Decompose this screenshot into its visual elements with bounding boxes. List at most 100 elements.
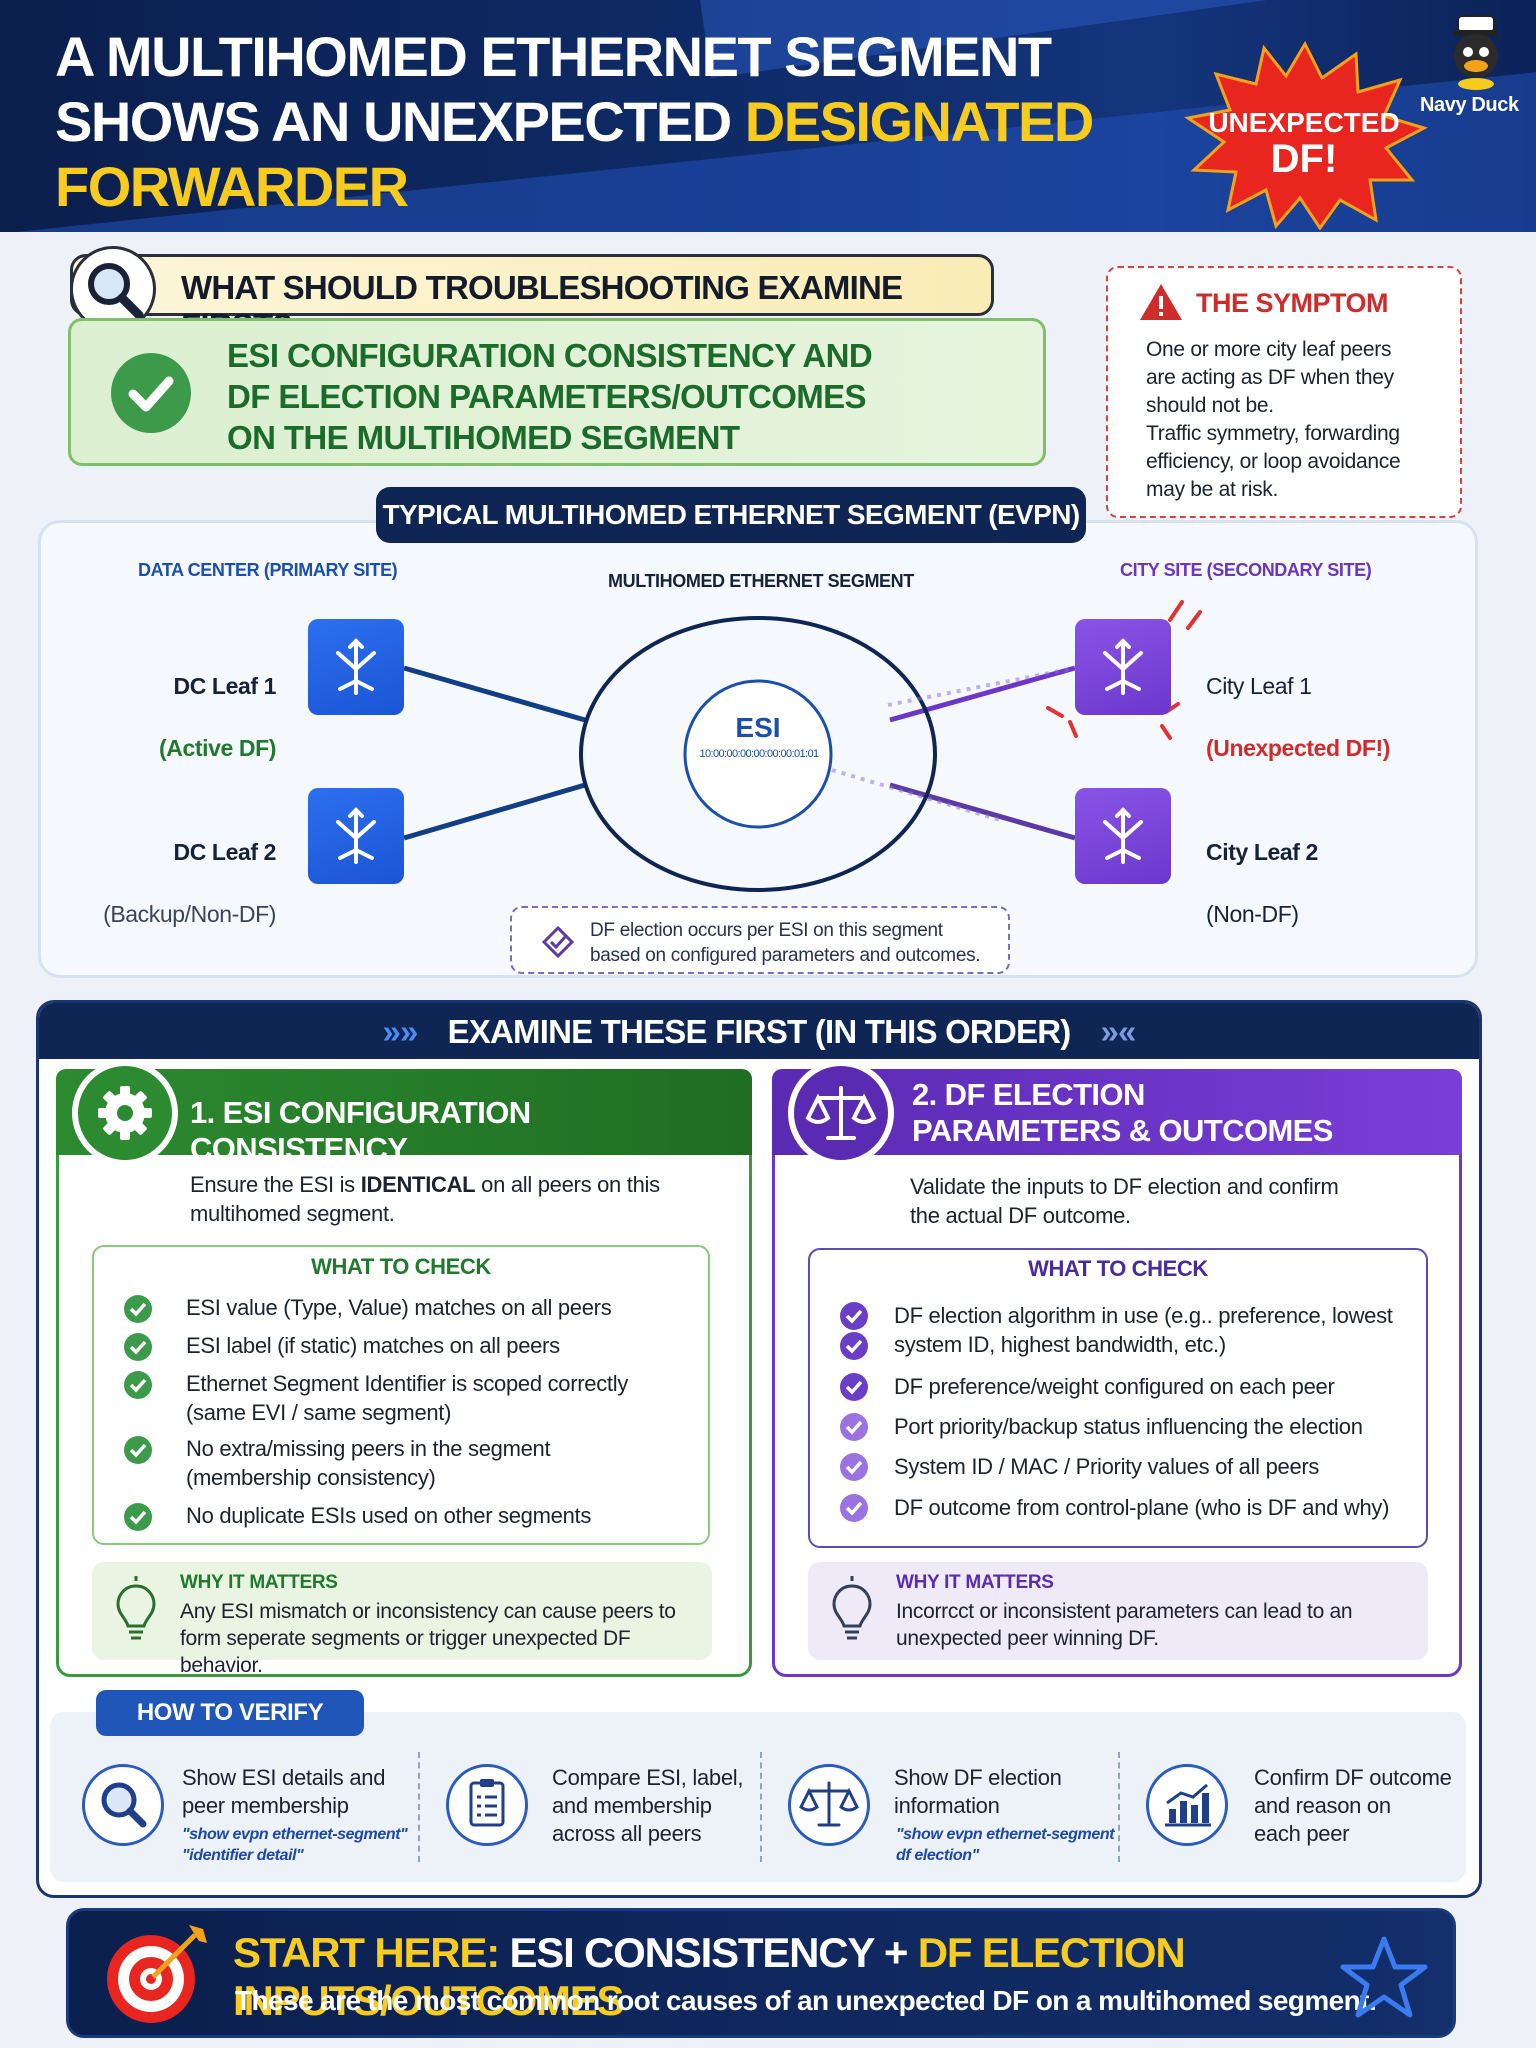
verify-step-4-text: Confirm DF outcome and reason on each pe… (1254, 1765, 1452, 1846)
col2-item: DF outcome from control-plane (who is DF… (894, 1495, 1390, 1520)
question-pill: WHAT SHOULD TROUBLESHOOTING EXAMINE FIRS… (70, 254, 994, 344)
check-icon (124, 1295, 152, 1323)
col2-item: DF preference/weight configured on each … (894, 1374, 1335, 1399)
col2-why-box: WHY IT MATTERS Incorrcct or inconsistent… (808, 1562, 1428, 1660)
search-icon (82, 1764, 164, 1846)
topology-links (403, 600, 1202, 892)
bar-chart-icon (1146, 1764, 1228, 1846)
col1-check-title: WHAT TO CHECK (311, 1254, 491, 1279)
verify-step-1-text: Show ESI details and peer membership (182, 1765, 386, 1818)
col2-intro: Validate the inputs to DF election and c… (910, 1174, 1339, 1228)
col2-why-body: Incorrcct or inconsistent parameters can… (896, 1600, 1353, 1650)
col1-item: No duplicate ESIs used on other segments (186, 1503, 592, 1528)
col1-check-box (92, 1245, 710, 1545)
dc-leaf-2-label: DC Leaf 2 (Backup/Non-DF) (103, 839, 276, 927)
dc-leaf-1-node[interactable] (308, 619, 404, 715)
dc-site-label: DATA CENTER (PRIMARY SITE) (138, 560, 398, 580)
col2-item: Port priority/backup status influencing … (894, 1414, 1363, 1439)
examine-header: »»EXAMINE THESE FIRST (IN THIS ORDER)»« (39, 1003, 1479, 1059)
df-note-text: DF election occurs per ESI on this segme… (590, 920, 981, 966)
segment-label: MULTIHOMED ETHERNET SEGMENT (608, 571, 914, 591)
lightbulb-icon (116, 1576, 156, 1640)
page-title: A MULTIHOMED ETHERNET SEGMENT SHOWS AN U… (55, 25, 1094, 232)
diagram-title: TYPICAL MULTIHOMED ETHERNET SEGMENT (EVP… (376, 487, 1086, 543)
col1-why-box: WHY IT MATTERS Any ESI mismatch or incon… (92, 1562, 712, 1677)
check-icon (840, 1453, 868, 1481)
symptom-title: THE SYMPTOM (1196, 288, 1389, 318)
col1-item: Ethernet Segment Identifier is scoped co… (186, 1371, 629, 1425)
city-leaf-2-label: City Leaf 2 (Non-DF) (1206, 839, 1318, 927)
link-dc2 (403, 782, 586, 841)
unexpected-df-burst: UNEXPECTED DF! (1184, 40, 1428, 230)
check-icon (124, 1333, 152, 1361)
col1-why-body: Any ESI mismatch or inconsistency can ca… (180, 1600, 676, 1677)
col2-check-title: WHAT TO CHECK (1028, 1256, 1208, 1281)
city-leaf-1-node[interactable] (1075, 619, 1171, 715)
navy-duck-logo-icon (1454, 15, 1498, 90)
city-site-label: CITY SITE (SECONDARY SITE) (1120, 560, 1372, 580)
burst-line1: UNEXPECTED (1208, 107, 1399, 138)
dc-leaf-1-label: DC Leaf 1 (Active DF) (158, 673, 276, 761)
segment-ellipse (579, 616, 937, 892)
check-icon (124, 1436, 152, 1464)
city-leaf-2-node[interactable] (1075, 788, 1171, 884)
city-leaf-1-label: City Leaf 1 (Unexpected DF!) (1206, 673, 1391, 761)
check-icon (840, 1373, 868, 1401)
symptom-body: One or more city leaf peers are acting a… (1146, 338, 1401, 501)
star-icon (1340, 1936, 1428, 2018)
col1-header: 1. ESI CONFIGURATION CONSISTENCY (56, 1069, 752, 1166)
col2-check-box (808, 1248, 1428, 1548)
leaf-switch-icon (1103, 807, 1143, 864)
gear-icon (72, 1060, 178, 1166)
link-city1 (889, 665, 1076, 723)
answer-text: ESI CONFIGURATION CONSISTENCY AND DF ELE… (227, 337, 873, 456)
leaf-switch-icon (336, 807, 376, 864)
verify-step-1-cmd: "show evpn ethernet-segment" "identifier… (182, 1826, 408, 1864)
magnifier-icon (70, 246, 156, 332)
col1-why-title: WHY IT MATTERS (180, 1572, 338, 1593)
burst-line2: DF! (1271, 137, 1338, 181)
lightbulb-icon (832, 1576, 872, 1640)
logo-text: Navy Duck (1420, 94, 1519, 116)
leaf-switch-icon (1103, 638, 1143, 695)
start-here-subtitle: These are the most common root causes of… (235, 1985, 1377, 2016)
check-icon (840, 1413, 868, 1441)
col1-item: No extra/missing peers in the segment (m… (186, 1436, 551, 1490)
header-banner: A MULTIHOMED ETHERNET SEGMENT SHOWS AN U… (0, 0, 1536, 232)
start-here-title: START HERE: ESI CONSISTENCY + DF ELECTIO… (233, 1929, 1186, 2024)
col2-header: 2. DF ELECTION PARAMETERS & OUTCOMES (772, 1069, 1462, 1155)
esi-value: 10:00:00:00:00:00:00:01:01 (699, 748, 820, 760)
ballot-check-icon (541, 925, 575, 959)
checklist-icon (446, 1764, 528, 1846)
verify-panel (50, 1712, 1466, 1882)
col2-item: DF election algorithm in use (e.g.. pref… (894, 1303, 1393, 1357)
symptom-box: THE SYMPTOM One or more city leaf peers … (1106, 266, 1462, 518)
verify-step-3-cmd: "show evpn ethernet-segment df election" (896, 1826, 1115, 1864)
df-election-note: DF election occurs per ESI on this segme… (510, 906, 1010, 974)
answer-box: ESI CONFIGURATION CONSISTENCY AND DF ELE… (68, 318, 1046, 466)
check-icon (840, 1332, 868, 1360)
leaf-switch-icon (336, 638, 376, 695)
col1-item: ESI value (Type, Value) matches on all p… (186, 1295, 612, 1320)
check-circle-icon (111, 353, 191, 433)
link-city2 (889, 782, 1076, 841)
verify-step-3-text: Show DF election information (894, 1765, 1062, 1818)
esi-label: ESI (735, 712, 781, 743)
link-dc1 (403, 665, 586, 723)
check-icon (840, 1494, 868, 1522)
scales-icon (788, 1764, 870, 1846)
target-icon (107, 1925, 207, 2023)
verify-step-2-text: Compare ESI, label, and membership acros… (552, 1765, 744, 1846)
check-icon (840, 1302, 868, 1330)
dc-leaf-2-node[interactable] (308, 788, 404, 884)
warning-icon (1140, 284, 1182, 320)
col2-why-title: WHY IT MATTERS (896, 1572, 1054, 1593)
scales-icon (788, 1060, 894, 1166)
esi-circle (683, 679, 833, 829)
check-icon (124, 1371, 152, 1399)
start-here-banner: START HERE: ESI CONSISTENCY + DF ELECTIO… (66, 1908, 1456, 2038)
col2-item: System ID / MAC / Priority values of all… (894, 1454, 1320, 1479)
verify-title: HOW TO VERIFY (96, 1690, 364, 1736)
check-icon (124, 1503, 152, 1531)
col1-item: ESI label (if static) matches on all pee… (186, 1333, 560, 1358)
